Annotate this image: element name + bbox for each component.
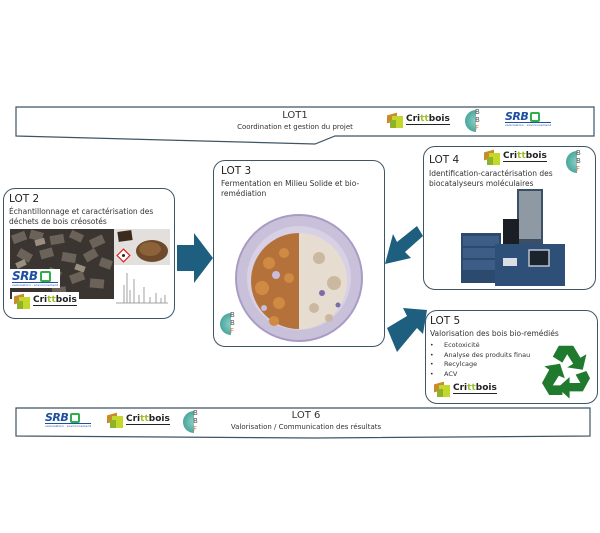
- petri-dish-fermentation-photo: [235, 214, 363, 342]
- crittbois-wordmark: Crittbois: [503, 151, 547, 162]
- srb-logo: SRB valorisation · environnement: [45, 411, 92, 428]
- lot4-box: LOT 4 Identification-caractérisation des…: [423, 146, 596, 290]
- crittbois-cube-icon: [107, 412, 123, 428]
- list-item: Ecotoxicité: [430, 341, 530, 351]
- srb-logo: SRB valorisation · environnement: [10, 269, 61, 288]
- chromatogram: [114, 265, 170, 307]
- crittbois-logo: Crittbois: [484, 149, 547, 165]
- hazard-pictogram: [116, 248, 131, 263]
- crittbois-cube-icon: [484, 149, 500, 165]
- recycle-icon: [542, 345, 590, 399]
- mass-spectrometer-photo: [461, 189, 565, 286]
- lot6-subtitle: Valorisation / Communication des résulta…: [230, 423, 382, 431]
- lot4-title: LOT 4: [429, 154, 460, 166]
- crittbois-wordmark: Crittbois: [33, 295, 77, 306]
- lot5-box: LOT 5 Valorisation des bois bio-remédiés…: [425, 310, 598, 404]
- wood-chips-photo: [114, 229, 170, 265]
- lot1-banner: LOT1 Coordination et gestion du projet C…: [15, 106, 595, 146]
- crittbois-wordmark: Crittbois: [453, 383, 497, 394]
- lot6-banner: SRB valorisation · environnement Crittbo…: [15, 406, 592, 440]
- list-item: Analyse des produits finau: [430, 351, 530, 361]
- crittbois-cube-icon: [387, 112, 403, 128]
- lot6-banner-shape: [15, 407, 591, 439]
- lot5-bullet-list: Ecotoxicité Analyse des produits finau R…: [430, 341, 530, 379]
- lot6-title: LOT 6: [291, 410, 321, 421]
- arrow-down-right-icon: [385, 306, 427, 354]
- crittbois-wordmark: Crittbois: [126, 414, 170, 425]
- lot2-description: Échantillonnage et caractérisation des d…: [9, 207, 154, 227]
- arrow-right-icon: [177, 233, 213, 283]
- lot5-description: Valorisation des bois bio-remédiés: [430, 329, 559, 338]
- crittbois-logo: Crittbois: [387, 112, 450, 128]
- lot3-box: LOT 3 Fermentation en Milieu Solide et b…: [213, 160, 385, 347]
- crittbois-logo: Crittbois: [434, 381, 497, 397]
- lot1-text: LOT1 Coordination et gestion du projet: [215, 110, 375, 131]
- lot3-title: LOT 3: [221, 165, 252, 177]
- lot5-title: LOT 5: [430, 315, 461, 327]
- lot3-description: Fermentation en Milieu Solide et bio-rem…: [221, 179, 360, 199]
- crittbois-wordmark: Crittbois: [406, 114, 450, 125]
- list-item: Recylcage: [430, 360, 530, 370]
- arrow-down-left-icon: [385, 226, 425, 270]
- srb-logo: SRB valorisation · environnement: [505, 110, 552, 127]
- lot6-text: LOT 6 Valorisation / Communication des r…: [211, 410, 401, 431]
- crittbois-logo: Crittbois: [12, 292, 79, 310]
- lot1-title: LOT1: [282, 110, 308, 121]
- lot2-title: LOT 2: [9, 193, 40, 205]
- lot1-banner-shape: [15, 106, 595, 145]
- crittbois-cube-icon: [434, 381, 450, 397]
- crittbois-cube-icon: [14, 293, 30, 309]
- list-item: ACV: [430, 370, 530, 380]
- lot1-subtitle: Coordination et gestion du projet: [237, 123, 353, 131]
- crittbois-logo: Crittbois: [107, 412, 170, 428]
- lot2-box: LOT 2 Échantillonnage et caractérisation…: [3, 188, 175, 319]
- creosoted-wood-blocks-photo: [10, 229, 114, 299]
- lot4-description: Identification-caractérisation des bioca…: [429, 169, 553, 189]
